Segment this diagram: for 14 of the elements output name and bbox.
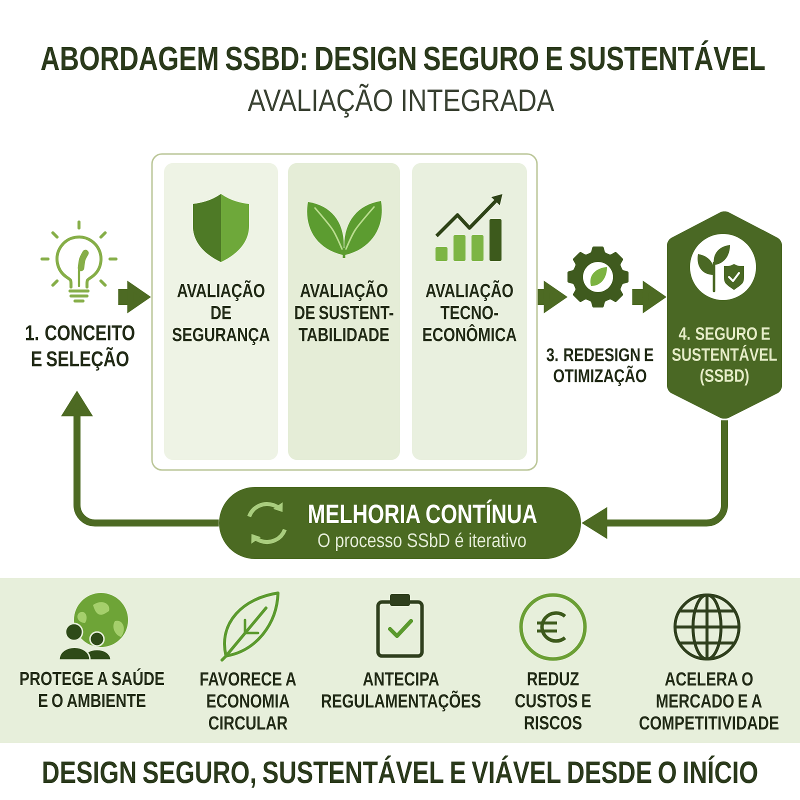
- pill-box: MELHORIA CONTÍNUA O processo SSbD é iterativo: [219, 487, 581, 559]
- benefit-label: ACELERA O MERCADO E A COMPETITIVIDADE: [640, 672, 778, 730]
- benefit-label: REDUZ CUSTOS E RISCOS: [515, 672, 591, 730]
- column-box: AVALIAÇÃO TECNO- ECONÔMICA: [412, 163, 527, 460]
- subtitle: AVALIAÇÃO INTEGRADA: [248, 84, 554, 118]
- caption: DESIGN SEGURO, SUSTENTÁVEL E VIÁVEL DESDE O INÍCIO: [43, 756, 758, 788]
- title: ABORDAGEM SSBD: DESIGN SEGURO E SUSTENTÁVEL: [41, 40, 765, 70]
- column-box: AVALIAÇÃO DE SEGURANÇA: [164, 163, 278, 460]
- benefit-label: FAVORECE A ECONOMIA CIRCULAR: [200, 672, 296, 730]
- benefit-label: PROTEGE A SAÚDE E O AMBIENTE: [20, 668, 164, 708]
- column-box: AVALIAÇÃO DE SUSTENT- TABILIDADE: [288, 163, 400, 460]
- step-label: 3. REDESIGN E OTIMIZAÇÃO: [546, 348, 654, 386]
- step-label: 1. CONCEITO E SELEÇÃO: [26, 325, 134, 371]
- benefit-label: ANTECIPA REGULAMENTAÇÕES: [322, 672, 480, 712]
